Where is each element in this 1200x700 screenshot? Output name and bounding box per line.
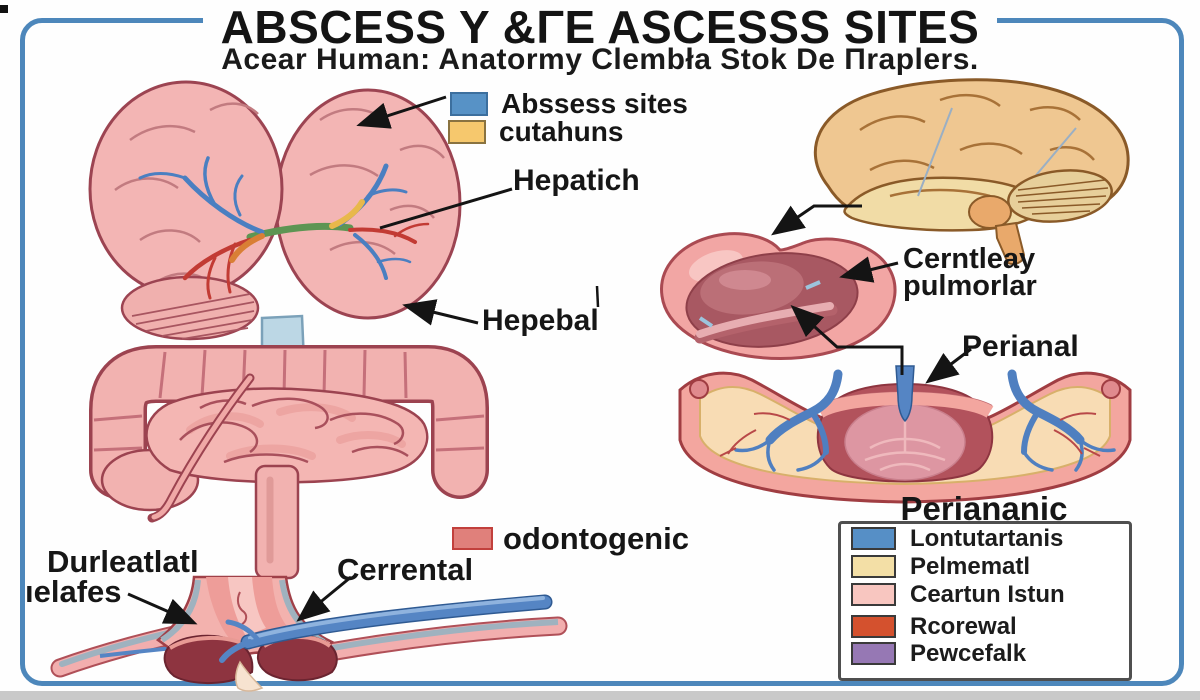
legend-swatch-blue <box>851 527 896 550</box>
label-periapical-line1: Durleatlatl <box>47 544 199 579</box>
arrow-legend-to-brain <box>356 95 447 129</box>
bottom-edge-strip <box>0 691 1200 700</box>
label-cerrental: Cerrental <box>337 552 474 587</box>
arrow-cerebral-label <box>839 256 899 283</box>
arrow-perianal <box>925 347 972 384</box>
ileum-cord <box>151 375 253 520</box>
legend-label: Ceartun Istun <box>910 581 1065 608</box>
label-perianal: Perianal <box>962 330 1079 363</box>
label-periapical: Durleatlatl ıelafes <box>25 544 199 609</box>
arrow-brain-to-heart <box>771 204 862 236</box>
heart-inner-highlight <box>719 270 771 290</box>
legend-label: Pewcefalk <box>910 640 1027 667</box>
bottom-legend-heading: Periananic <box>900 490 1068 527</box>
label-cerebral-line2: pulmorlar <box>903 270 1037 302</box>
arrow-cerrental <box>296 575 352 622</box>
figure-subtitle: Acear Human: Anatormy Clembła Stok De Пr… <box>221 43 979 76</box>
arrow-hepebal <box>402 299 479 326</box>
legend-swatch-blue <box>450 92 488 116</box>
left-cavity <box>163 634 254 684</box>
legend-label: Rcorewal <box>910 613 1017 640</box>
legend-item: Pelmematl <box>851 553 1129 580</box>
legend-swatch-yellow <box>851 555 896 578</box>
arrow-periapical <box>127 592 198 625</box>
central-blue-vessel <box>895 365 915 423</box>
legend-label: Pelmematl <box>910 553 1031 580</box>
cerebral-vessels <box>138 156 430 300</box>
throat-cross-section-illustration <box>50 575 568 692</box>
vessel-fork-b <box>225 619 261 643</box>
label-periapical-line2: ıelafes <box>25 574 122 609</box>
lateral-brainstem <box>968 195 1026 265</box>
legend-swatch-pink <box>851 583 896 606</box>
legend-item: Rcorewal <box>851 613 1129 640</box>
pharynx-highlight <box>228 577 266 636</box>
small-intestine <box>145 387 429 484</box>
annotation-connectors <box>127 95 972 625</box>
figure-title: ABSCESS Y &ΓE ASCESSS SITES <box>0 0 1200 54</box>
top-legend-item-cutaneous: cutahuns <box>448 116 623 148</box>
label-cerebral: Cerntleay pulmorlar <box>903 243 1037 302</box>
colon <box>92 348 486 496</box>
top-legend-item-abscess-sites: Abssess sites <box>450 88 688 120</box>
line-hepatich <box>379 187 513 230</box>
pelvic-blue-vessels <box>734 369 1116 472</box>
figure-title-text: ABSCESS Y &ΓE ASCESSS SITES <box>202 0 998 54</box>
lateral-brain-illustration <box>813 78 1130 265</box>
uvula-pale <box>235 660 264 692</box>
heart-organ-illustration <box>660 232 897 360</box>
right-wing <box>322 618 566 660</box>
tick-mark <box>595 285 600 308</box>
right-wing-gray-band <box>331 619 559 651</box>
legend-label: Lontutartanis <box>910 525 1064 552</box>
pharynx-crease <box>236 591 248 625</box>
bottom-legend-box: Lontutartanis Pelmematl Ceartun Istun Rc… <box>838 521 1132 681</box>
left-hemisphere <box>88 80 284 298</box>
vessel-fork-a <box>219 639 253 663</box>
stray-mark-left <box>0 5 8 13</box>
legend-swatch-purple <box>851 642 896 665</box>
legend-label: Abssess sites <box>501 88 688 119</box>
lateral-cerebellum <box>1007 169 1113 223</box>
legend-label: cutahuns <box>499 116 624 147</box>
legend-item: Ceartun Istun <box>851 581 1129 608</box>
odontogenic-swatch <box>452 527 493 550</box>
pelvis-left-nub <box>689 379 709 399</box>
pelvic-red-twigs <box>719 412 1101 457</box>
right-hemisphere <box>274 88 462 320</box>
label-hepebal: Hepebal <box>482 304 599 337</box>
cerebellum <box>120 275 260 341</box>
intestines-illustration <box>89 345 489 580</box>
legend-swatch-yellow <box>448 120 486 144</box>
heart-blue-bits <box>698 280 821 328</box>
label-hepatich: Hepatich <box>513 164 640 197</box>
connector-heart-pelvis <box>790 304 904 375</box>
pelvis-right-nub <box>1101 379 1121 399</box>
legend-item: Pewcefalk <box>851 640 1129 667</box>
blue-vessel-highlight <box>248 596 545 640</box>
pelvis-cross-section-illustration <box>678 365 1132 504</box>
legend-item: Lontutartanis <box>851 525 1129 552</box>
blue-vessel <box>242 596 551 648</box>
legend-swatch-red <box>851 615 896 638</box>
label-cerebral-line1: Cerntleay <box>903 243 1036 275</box>
intestine-coils <box>179 397 409 464</box>
frontal-brain-illustration <box>88 80 462 372</box>
label-odontogenic: odontogenic <box>503 521 689 556</box>
pelvis-oval-web <box>864 420 946 472</box>
rectum-tube <box>254 464 300 580</box>
